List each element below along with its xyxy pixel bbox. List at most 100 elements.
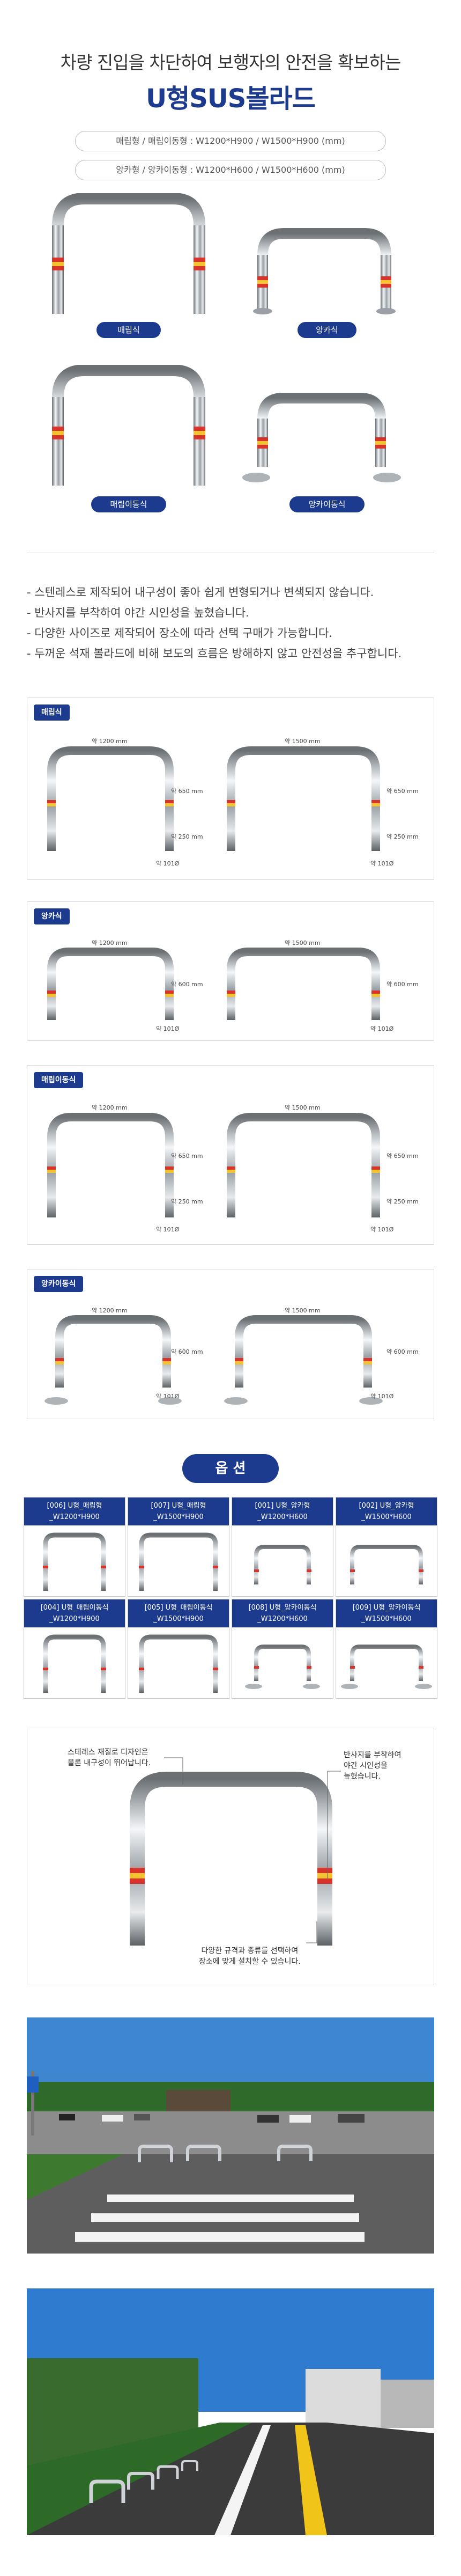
dim-width-large: 약 1500 mm (285, 1307, 321, 1314)
dim-base: 약 250 mm (171, 833, 203, 840)
dim-width-small: 약 1200 mm (92, 1307, 128, 1314)
dim-pipe: 약 101Ø (370, 1226, 394, 1233)
bollard-large-diagram (227, 1113, 380, 1217)
option-code: [004] U형_매립이동식 (40, 1604, 109, 1612)
option-size: _W1500*H900 (153, 1513, 204, 1521)
option-image (254, 1545, 311, 1584)
option-card[interactable]: [009] U형_앙카이동식_W1500*H600 (336, 1599, 437, 1699)
dim-height: 약 600 mm (386, 981, 419, 988)
bollard-small-diagram (47, 1113, 174, 1217)
bollard-embedded-movable-image (52, 365, 205, 486)
dim-base: 약 250 mm (171, 1198, 203, 1205)
callout-line: 스테레스 재질로 디자인은 (68, 1748, 148, 1757)
product-label-anchor: 앙카식 (298, 322, 356, 338)
options-title-badge: 옵 션 (182, 1454, 279, 1483)
option-size: _W1500*H600 (361, 1615, 412, 1623)
feature-item: - 스텐레스로 제작되어 내구성이 좋아 쉽게 변형되거나 변색되지 않습니다. (27, 586, 374, 599)
dim-height: 약 650 mm (171, 788, 203, 795)
option-code: [008] U형_앙카이동식 (248, 1604, 317, 1612)
bollard-small-diagram (47, 746, 174, 851)
header: 차량 진입을 차단하여 보행자의 안전을 확보하는 U형SUS볼라드 매립형 /… (0, 0, 461, 180)
option-size: _W1200*H900 (49, 1513, 100, 1521)
dim-width-small: 약 1200 mm (92, 738, 128, 745)
dimension-box-embedded-movable: 매립이동식 약 1200 mm 약 650 mm 약 250 mm 약 101Ø… (27, 1065, 434, 1245)
dim-width-large: 약 1500 mm (285, 738, 321, 745)
option-size: _W1500*H900 (153, 1615, 204, 1623)
option-card[interactable]: [004] U형_매립이동식 _W1200*H900 (24, 1599, 125, 1699)
callout-line: 반사지를 부착하여 (344, 1751, 401, 1759)
option-code: [005] U형_매립이동식 (144, 1604, 213, 1612)
option-caption: [007] U형_매립형 _W1500*H900 (128, 1498, 229, 1525)
option-code: [007] U형_매립형 (151, 1502, 206, 1510)
installation-photo-crosswalk (27, 2017, 434, 2254)
option-card[interactable]: [006] U형_매립형 _W1200*H900 (24, 1497, 125, 1597)
option-size: _W1200*H900 (49, 1615, 100, 1623)
bollard-anchor-image (253, 228, 396, 314)
bollard-large-diagram (227, 746, 380, 851)
option-size: _W1500*H600 (361, 1513, 412, 1521)
dimension-tag: 앙카이동식 (34, 1276, 84, 1292)
option-card[interactable]: [002] U형_앙카형 _W1500*H600 (336, 1497, 437, 1597)
dimension-box-anchor: 앙카식 약 1200 mm 약 600 mm 약 101Ø 약 1500 mm … (27, 901, 434, 1041)
option-card[interactable]: [008] U형_앙카이동식_W1200*H600 (232, 1599, 333, 1699)
callout-line: 물론 내구성이 뛰어납니다. (68, 1759, 151, 1767)
option-card[interactable]: [001] U형_앙카형 _W1200*H600 (232, 1497, 333, 1597)
callout-note-sizes: 다양한 규격과 종류를 선택하여 장소에 맞게 설치할 수 있습니다. (199, 1946, 301, 1967)
dimension-box-anchor-movable: 앙카이동식 약 1200 mm 약 600 mm 약 101Ø 약 1500 m… (27, 1269, 434, 1419)
dimension-tag: 매립식 (34, 704, 70, 721)
product-label-anchor-movable: 앙카이동식 (289, 496, 365, 512)
dim-height: 약 600 mm (171, 981, 203, 988)
dim-height: 약 650 mm (386, 1153, 419, 1159)
dim-height: 약 650 mm (171, 1153, 203, 1159)
option-code: [001] U형_앙카형 (255, 1502, 310, 1510)
option-card[interactable]: [007] U형_매립형 _W1500*H900 (128, 1497, 229, 1597)
option-image (350, 1545, 423, 1584)
callout-leader-lines (164, 1757, 341, 1943)
callout-line: 다양한 규격과 종류를 선택하여 (201, 1947, 299, 1955)
callout-note-material: 스테레스 재질로 디자인은 물론 내구성이 뛰어납니다. (68, 1747, 151, 1768)
bollard-large-diagram (227, 948, 380, 1020)
spec-pill-embedded: 매립형 / 매립이동형 : W1200*H900 / W1500*H900 (m… (75, 131, 386, 151)
option-caption: [002] U형_앙카형 _W1500*H600 (336, 1498, 437, 1525)
option-caption: [004] U형_매립이동식 _W1200*H900 (24, 1599, 125, 1627)
callout-line: 야간 시인성을 (344, 1762, 388, 1770)
dim-width-large: 약 1500 mm (285, 940, 321, 946)
dim-base: 약 250 mm (386, 833, 419, 840)
dim-pipe: 약 101Ø (156, 1025, 180, 1032)
option-code: [002] U형_앙카형 (359, 1502, 414, 1510)
option-card[interactable]: [005] U형_매립이동식 _W1500*H900 (128, 1599, 229, 1699)
option-image (43, 1532, 106, 1591)
dim-height: 약 600 mm (386, 1348, 419, 1355)
dim-pipe: 약 101Ø (156, 1226, 180, 1233)
dim-pipe: 약 101Ø (370, 1393, 394, 1400)
option-image (341, 1645, 432, 1689)
callout-line: 높혔습니다. (344, 1772, 381, 1781)
dimension-tag: 매립이동식 (34, 1072, 84, 1088)
feature-item: - 두꺼운 석재 볼라드에 비해 보도의 흐름은 방해하지 않고 안전성을 추구… (27, 647, 402, 660)
feature-item: - 반사지를 부착하여 야간 시인성을 높혔습니다. (27, 606, 249, 619)
option-caption: [009] U형_앙카이동식_W1500*H600 (336, 1599, 437, 1627)
feature-callout-box: 스테레스 재질로 디자인은 물론 내구성이 뛰어납니다. 반사지를 부착하여 야… (27, 1728, 434, 1985)
dim-base: 약 250 mm (386, 1198, 419, 1205)
option-caption: [008] U형_앙카이동식_W1200*H600 (232, 1599, 333, 1627)
bollard-embedded-image (52, 193, 205, 314)
bollard-small-diagram (47, 948, 174, 1020)
dimension-box-embedded: 매립식 약 1200 mm 약 650 mm 약 250 mm 약 101Ø 약… (27, 698, 434, 880)
dimension-tag: 앙카식 (34, 908, 70, 924)
option-image (139, 1532, 218, 1591)
feature-list: - 스텐레스로 제작되어 내구성이 좋아 쉽게 변형되거나 변색되지 않습니다.… (27, 582, 401, 664)
header-title: U형SUS볼라드 (146, 84, 316, 114)
dim-pipe: 약 101Ø (370, 1025, 394, 1032)
dim-width-small: 약 1200 mm (92, 940, 128, 946)
option-caption: [006] U형_매립형 _W1200*H900 (24, 1498, 125, 1525)
option-size: _W1200*H600 (257, 1513, 308, 1521)
bollard-callout-image (130, 1772, 332, 1946)
bollard-large-diagram (224, 1315, 383, 1405)
feature-item: - 다양한 사이즈로 제작되어 장소에 따라 선택 구매가 가능합니다. (27, 627, 332, 640)
dim-width-large: 약 1500 mm (285, 1104, 321, 1111)
option-image (139, 1634, 218, 1693)
dim-pipe: 약 101Ø (156, 1393, 180, 1400)
option-image (245, 1645, 320, 1689)
option-code: [006] U형_매립형 (47, 1502, 102, 1510)
